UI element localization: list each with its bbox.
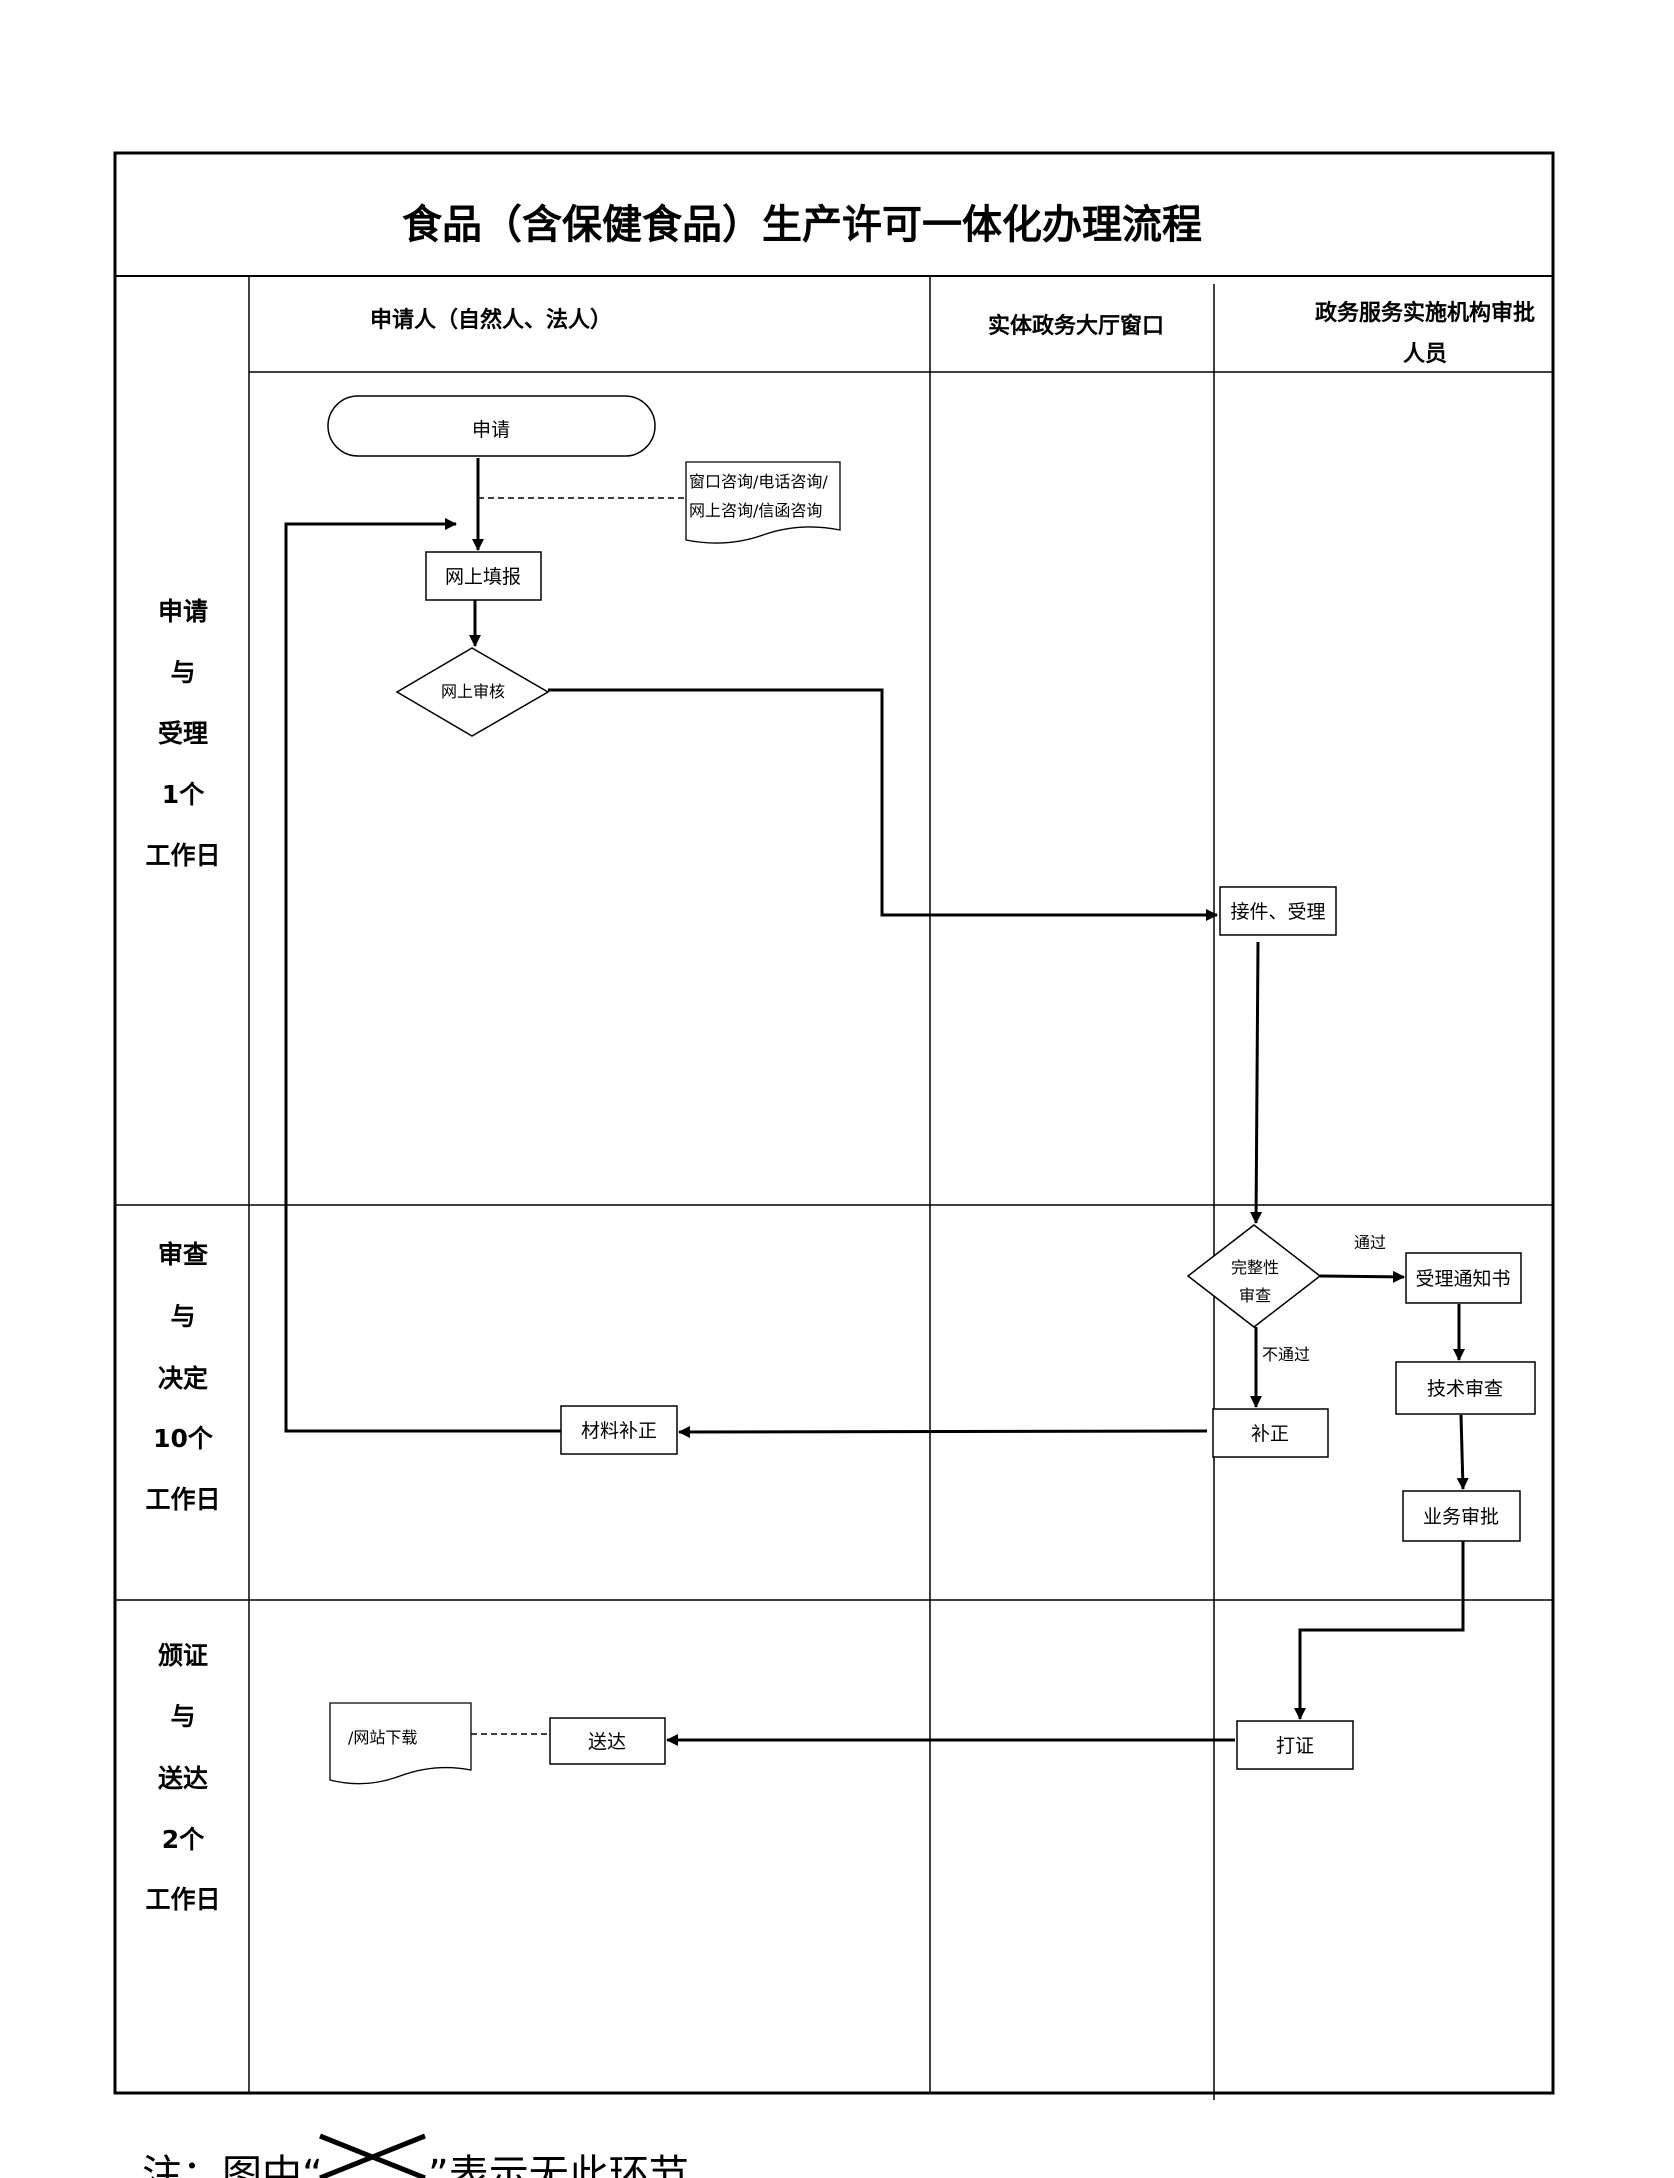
node-online-review — [395, 647, 550, 737]
node-apply — [327, 395, 656, 457]
column-header-window: 实体政务大厅窗口 — [988, 313, 1164, 339]
footnote-after: ”表示无此环节 — [428, 2152, 689, 2178]
node-deliver-label: 送达 — [588, 1731, 626, 1753]
stage-review-line: 与 — [170, 1302, 195, 1331]
node-completeness-review — [1186, 1224, 1322, 1328]
stage-review-line: 审查 — [158, 1240, 208, 1269]
node-deliver — [549, 1717, 666, 1765]
node-online-review-label: 网上审核 — [441, 682, 505, 701]
stage-review-line: 10个 — [153, 1424, 214, 1453]
cross-mark-icon — [319, 2133, 426, 2178]
connector-material-to-fill — [284, 518, 561, 1433]
node-completeness-line2: 审查 — [1239, 1286, 1271, 1305]
node-consult-line1: 窗口咨询/电话咨询/ — [689, 472, 828, 491]
node-material-supplement-label: 材料补正 — [581, 1420, 657, 1442]
node-print-certificate — [1236, 1720, 1354, 1770]
stage-issue-line: 2个 — [162, 1825, 205, 1854]
stage-issue-line: 与 — [170, 1702, 195, 1731]
connector-business-to-print — [1294, 1541, 1465, 1720]
stage-label-accept: 申请 与 受理 1个 工作日 — [145, 597, 220, 870]
node-consult-line2: 网上咨询/信函咨询 — [689, 501, 822, 520]
connector-completeness-to-notice — [1319, 1270, 1405, 1283]
stage-accept-line: 与 — [170, 658, 195, 687]
footnote-before: 注：图中“ — [142, 2152, 323, 2178]
stage-accept-line: 申请 — [158, 597, 208, 626]
node-download-document — [329, 1702, 472, 1785]
node-supplement — [1212, 1408, 1329, 1458]
connector-receive-to-completeness — [1250, 941, 1263, 1224]
node-apply-label: 申请 — [472, 419, 510, 441]
connector-review-to-receive — [548, 688, 1218, 921]
stage-label-issue: 颁证 与 送达 2个 工作日 — [145, 1641, 220, 1914]
node-print-certificate-label: 打证 — [1276, 1735, 1314, 1757]
node-material-supplement — [560, 1405, 678, 1455]
node-receive-label: 接件、受理 — [1230, 901, 1325, 923]
page-title: 食品（含保健食品）生产许可一体化办理流程 — [402, 202, 1202, 248]
stage-review-line: 工作日 — [145, 1485, 220, 1514]
stage-accept-line: 工作日 — [145, 841, 220, 870]
stage-issue-line: 颁证 — [158, 1641, 208, 1670]
node-receive — [1219, 886, 1337, 936]
column-header-applicant: 申请人（自然人、法人） — [370, 307, 612, 333]
node-completeness-line1: 完整性 — [1231, 1258, 1279, 1277]
stage-issue-line: 送达 — [158, 1764, 208, 1793]
node-acceptance-notice — [1405, 1252, 1522, 1304]
stage-accept-line: 受理 — [158, 719, 208, 748]
node-supplement-label: 补正 — [1251, 1423, 1289, 1445]
connector-tech-to-business — [1456, 1414, 1469, 1490]
connector-supplement-to-material — [678, 1425, 1208, 1438]
label-fail: 不通过 — [1262, 1345, 1310, 1364]
node-consult-document — [685, 461, 841, 544]
node-business-approval-label: 业务审批 — [1423, 1506, 1499, 1528]
node-acceptance-notice-label: 受理通知书 — [1415, 1268, 1510, 1290]
column-header-reviewer-line1: 政务服务实施机构审批 — [1315, 300, 1535, 326]
outer-frame — [113, 151, 1555, 2095]
stage-review-line: 决定 — [158, 1364, 208, 1393]
node-tech-review-label: 技术审查 — [1427, 1378, 1503, 1400]
stage-accept-line: 1个 — [162, 780, 205, 809]
node-tech-review — [1395, 1361, 1536, 1415]
column-header-reviewer-line2: 人员 — [1403, 342, 1447, 367]
stage-issue-line: 工作日 — [145, 1885, 220, 1914]
stage-label-review: 审查 与 决定 10个 工作日 — [145, 1240, 220, 1514]
node-online-fill-label: 网上填报 — [445, 566, 521, 588]
node-online-fill — [425, 551, 542, 601]
label-pass: 通过 — [1354, 1233, 1386, 1252]
node-download-label: /网站下载 — [348, 1728, 417, 1747]
